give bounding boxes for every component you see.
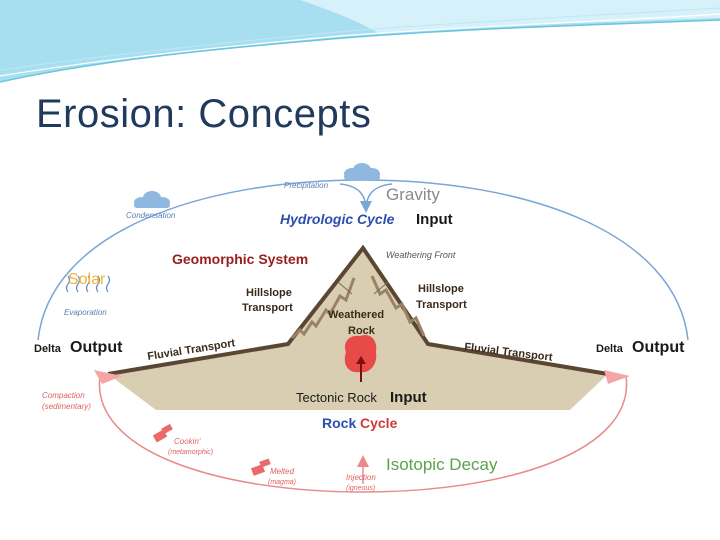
header-wave-line-2 xyxy=(0,13,720,77)
label-output-left: Output xyxy=(70,339,123,356)
metamorphic-rock-icon xyxy=(152,423,173,443)
label-delta-right: Delta xyxy=(596,343,624,355)
slope-texture-left xyxy=(290,277,356,340)
slide-title: Erosion: Concepts xyxy=(36,92,372,136)
label-melted-2: (magma) xyxy=(268,479,296,486)
label-cookin-2: (metamorphic) xyxy=(168,449,213,456)
label-hillslope-left-1: Hillslope xyxy=(246,287,292,299)
label-hillslope-right-2: Transport xyxy=(416,299,467,311)
delta-right-wedge xyxy=(604,370,630,384)
label-hydrologic-cycle: Hydrologic Cycle xyxy=(280,211,395,227)
landscape-surface xyxy=(107,244,609,376)
label-hillslope-right-1: Hillslope xyxy=(418,283,464,295)
evaporation-icon xyxy=(65,275,111,293)
label-compaction-2: (sedimentary) xyxy=(42,402,91,411)
header-wave-band xyxy=(0,0,720,83)
label-output-right: Output xyxy=(632,339,685,356)
cloud-icon-left xyxy=(134,191,170,208)
label-input-bottom: Input xyxy=(390,389,427,406)
label-tectonic-rock: Tectonic Rock xyxy=(296,390,377,405)
header-wave-line-3 xyxy=(0,7,720,71)
label-compaction-1: Compaction xyxy=(42,391,85,400)
weathered-arrow-right xyxy=(373,281,389,295)
label-isotopic-decay: Isotopic Decay xyxy=(386,455,498,474)
label-solar: Solar xyxy=(68,271,106,288)
label-injection-2: (igneous) xyxy=(346,485,375,492)
label-melted-1: Melted xyxy=(270,467,295,476)
rock-cycle-arc xyxy=(98,375,628,493)
header-wave-light xyxy=(300,0,720,34)
label-rock-cycle-rock: Rock xyxy=(322,415,356,431)
cloud-icon-top xyxy=(344,163,380,180)
weathered-arrow-left xyxy=(337,281,353,295)
gravity-arrow-right xyxy=(365,183,393,211)
magma-icon xyxy=(344,334,377,373)
delta-left-wedge xyxy=(94,370,122,384)
label-hillslope-left-2: Transport xyxy=(242,302,293,314)
label-cookin-1: Cookin' xyxy=(174,437,201,446)
slope-texture-right xyxy=(370,275,426,337)
label-condensation: Condensation xyxy=(126,211,176,220)
label-precipitation: Precipitation xyxy=(284,181,329,190)
magma-rock-icon xyxy=(250,458,271,476)
label-input-top: Input xyxy=(416,211,453,228)
label-weathering-front: Weathering Front xyxy=(386,250,456,260)
uplift-arrowhead xyxy=(356,356,366,364)
landscape-block xyxy=(108,248,608,410)
gravity-arrow xyxy=(339,183,372,213)
label-rock-cycle-cycle: Cycle xyxy=(360,415,398,431)
label-gravity: Gravity xyxy=(386,185,440,204)
label-evaporation: Evaporation xyxy=(64,308,107,317)
header-wave-line xyxy=(0,19,720,83)
erosion-diagram: Precipitation Gravity Condensation Hydro… xyxy=(34,163,689,493)
label-weathered-2: Rock xyxy=(348,325,376,337)
label-geomorphic-system: Geomorphic System xyxy=(172,251,308,267)
label-weathered-1: Weathered xyxy=(328,309,384,321)
label-injection-1: Injection xyxy=(346,473,376,482)
label-delta-left: Delta xyxy=(34,343,62,355)
